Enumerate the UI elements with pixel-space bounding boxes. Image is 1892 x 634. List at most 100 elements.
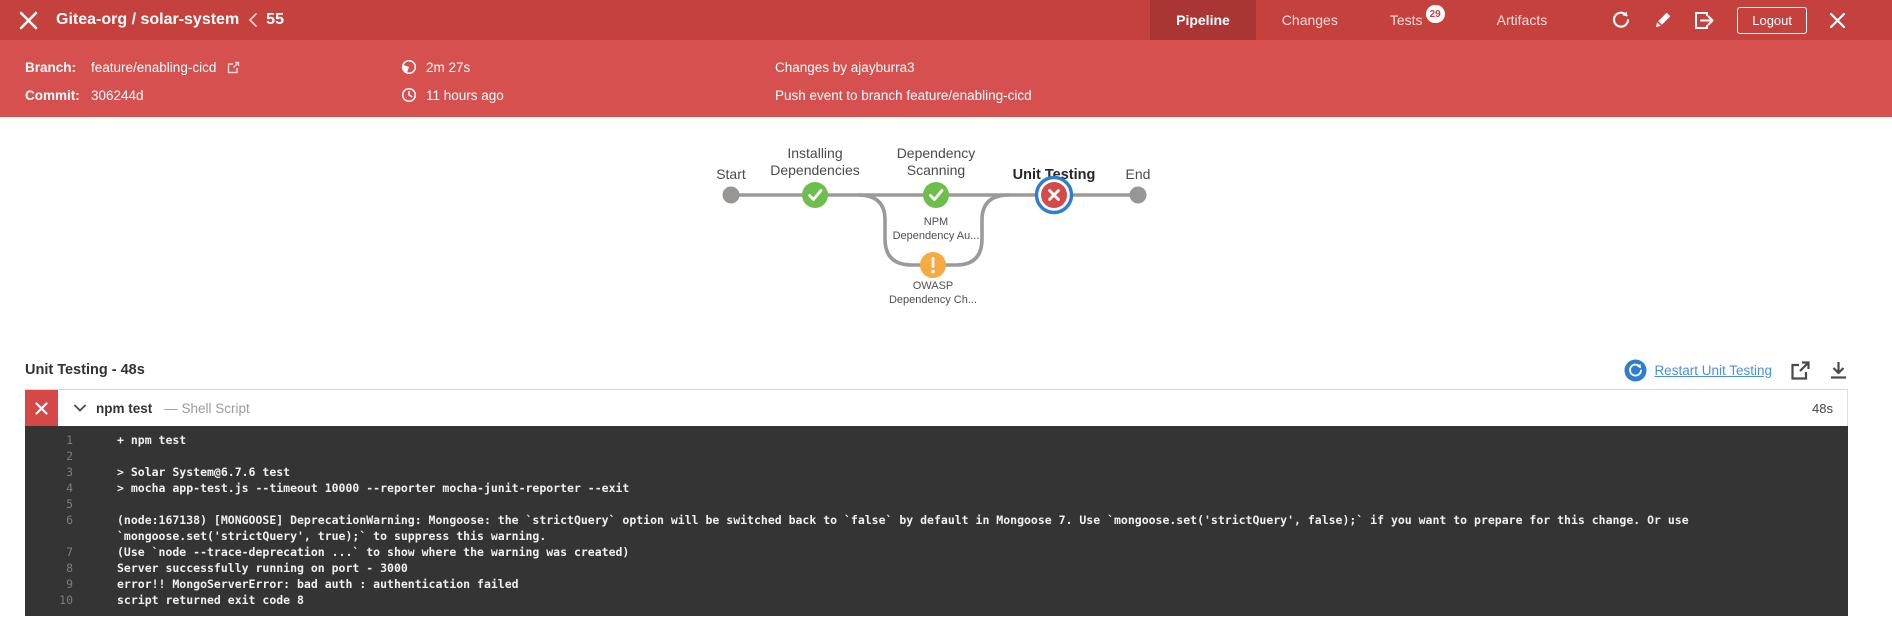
log-line-number[interactable]: 3	[66, 465, 73, 479]
node-dependency-scanning-success[interactable]	[923, 182, 949, 208]
duration-timer-icon	[400, 59, 418, 75]
commit-label: Commit:	[25, 87, 80, 103]
edit-pencil-icon[interactable]	[1653, 11, 1672, 30]
stage-label: Installing	[787, 145, 842, 161]
tab-changes[interactable]: Changes	[1256, 0, 1364, 40]
result-actions: Restart Unit Testing	[1624, 359, 1848, 382]
parallel-node-label: Dependency Ch...	[889, 294, 977, 306]
log-line: 8 Server successfully running on port - …	[25, 560, 1848, 576]
branch-value: feature/enabling-cicd	[91, 59, 217, 75]
log-line-text: Server successfully running on port - 30…	[117, 561, 408, 575]
close-run-icon[interactable]	[0, 11, 56, 30]
tests-count-badge: 29	[1425, 5, 1445, 23]
log-line-text	[73, 448, 1848, 464]
stage-label: Scanning	[907, 162, 965, 178]
chevron-left-icon	[248, 13, 257, 27]
top-actions: Logout	[1611, 6, 1892, 34]
tab-label: Changes	[1281, 12, 1338, 28]
stage-label: Dependencies	[770, 162, 860, 178]
open-in-new-tab-icon[interactable]	[1790, 360, 1811, 381]
step-type: — Shell Script	[164, 400, 250, 416]
rerun-icon[interactable]	[1611, 10, 1631, 30]
step-duration: 48s	[1812, 400, 1833, 416]
log-line-text: error!! MongoServerError: bad auth : aut…	[117, 577, 519, 591]
log-line: 2	[25, 448, 1848, 464]
log-line-number[interactable]: 1	[66, 433, 73, 447]
run-number: 55	[266, 11, 284, 28]
tab-artifacts[interactable]: Artifacts	[1471, 0, 1574, 40]
step-header-row[interactable]: npm test — Shell Script 48s	[25, 390, 1848, 426]
log-line: 7 (Use `node --trace-deprecation ...` to…	[25, 544, 1848, 560]
log-line: 3 > Solar System@6.7.6 test	[25, 464, 1848, 480]
result-header: Unit Testing - 48s Restart Unit Testing	[25, 353, 1848, 387]
step-card: npm test — Shell Script 48s 1 + npm test…	[25, 389, 1848, 616]
tab-tests[interactable]: Tests 29	[1364, 0, 1471, 40]
log-line-text: (Use `node --trace-deprecation ...` to s…	[117, 545, 630, 559]
start-node	[722, 186, 740, 204]
log-line-number[interactable]: 6	[66, 513, 73, 527]
tab-label: Artifacts	[1496, 12, 1548, 28]
external-link-icon[interactable]	[224, 61, 242, 74]
restart-icon	[1624, 359, 1647, 381]
log-line-text	[73, 496, 1848, 512]
trigger-text: Push event to branch feature/enabling-ci…	[775, 87, 1032, 103]
go-to-classic-icon[interactable]	[1694, 11, 1715, 30]
log-line-number[interactable]: 10	[59, 593, 73, 607]
log-line-number[interactable]: 7	[66, 545, 73, 559]
stage-label-selected: Unit Testing	[1013, 167, 1096, 183]
restart-link-label: Restart Unit Testing	[1654, 362, 1772, 378]
log-line-number[interactable]: 5	[66, 497, 73, 511]
meta-times: 2m 27s 11 hours ago	[400, 53, 504, 109]
meta-cause: Changes by ajayburra3 Push event to bran…	[775, 53, 1032, 109]
step-failed-status-icon	[25, 390, 58, 426]
step-name: npm test	[96, 400, 153, 416]
top-bar: Gitea-org / solar-system 55 Pipeline Cha…	[0, 0, 1892, 40]
tab-label: Pipeline	[1176, 12, 1230, 28]
run-meta-bar: Branch: feature/enabling-cicd Commit: 30…	[0, 40, 1892, 117]
log-line-text: > Solar System@6.7.6 test	[117, 465, 291, 479]
node-owasp-unstable[interactable]	[920, 252, 946, 278]
tab-bar: Pipeline Changes Tests 29 Artifacts	[1150, 0, 1573, 40]
chevron-down-icon	[74, 404, 86, 412]
duration-value: 2m 27s	[426, 59, 471, 75]
tab-label: Tests	[1389, 12, 1423, 28]
start-label: Start	[716, 166, 746, 182]
pipeline-graph: Start Installing Dependencies Dependency…	[716, 145, 1151, 306]
result-title: Unit Testing - 48s	[25, 362, 145, 378]
changes-by-text: Changes by ajayburra3	[775, 59, 915, 75]
log-line: 9 error!! MongoServerError: bad auth : a…	[25, 576, 1848, 592]
node-unit-testing-failed-selected[interactable]	[1034, 175, 1074, 215]
stage-label: Dependency	[897, 145, 976, 161]
tab-pipeline[interactable]: Pipeline	[1150, 0, 1256, 40]
log-line-number[interactable]: 2	[66, 449, 73, 463]
log-line: 4 > mocha app-test.js --timeout 10000 --…	[25, 480, 1848, 496]
parallel-node-label: OWASP	[913, 280, 954, 292]
log-line: 6 (node:167138) [MONGOOSE] DeprecationWa…	[25, 512, 1848, 544]
console-log: 1 + npm test 2 3 > Solar System@6.7.6 te…	[25, 426, 1848, 616]
log-line-text: (node:167138) [MONGOOSE] DeprecationWarn…	[117, 513, 1696, 543]
log-line-text: > mocha app-test.js --timeout 10000 --re…	[117, 481, 630, 495]
log-line: 10 script returned exit code 8	[25, 592, 1848, 608]
logout-button[interactable]: Logout	[1737, 6, 1807, 34]
end-label: End	[1126, 166, 1151, 182]
log-line-number[interactable]: 9	[66, 577, 73, 591]
log-line-text: + npm test	[117, 433, 187, 447]
run-title-text: Gitea-org / solar-system	[56, 11, 240, 28]
log-line-number[interactable]: 4	[66, 481, 73, 495]
meta-branch-commit: Branch: feature/enabling-cicd Commit: 30…	[25, 53, 242, 109]
log-line: 1 + npm test	[25, 432, 1848, 448]
end-node	[1129, 186, 1147, 204]
time-ago-clock-icon	[400, 87, 418, 103]
time-ago-value: 11 hours ago	[426, 87, 504, 103]
download-log-icon[interactable]	[1829, 360, 1848, 380]
parallel-node-label: Dependency Au...	[893, 230, 980, 242]
node-installing-dependencies-success[interactable]	[802, 182, 828, 208]
run-title: Gitea-org / solar-system 55	[56, 11, 284, 29]
log-line-number[interactable]: 8	[66, 561, 73, 575]
log-line: 5	[25, 496, 1848, 512]
restart-stage-link[interactable]: Restart Unit Testing	[1624, 359, 1772, 382]
close-icon[interactable]	[1829, 12, 1846, 29]
commit-value: 306244d	[91, 87, 144, 103]
parallel-node-label: NPM	[924, 216, 948, 228]
